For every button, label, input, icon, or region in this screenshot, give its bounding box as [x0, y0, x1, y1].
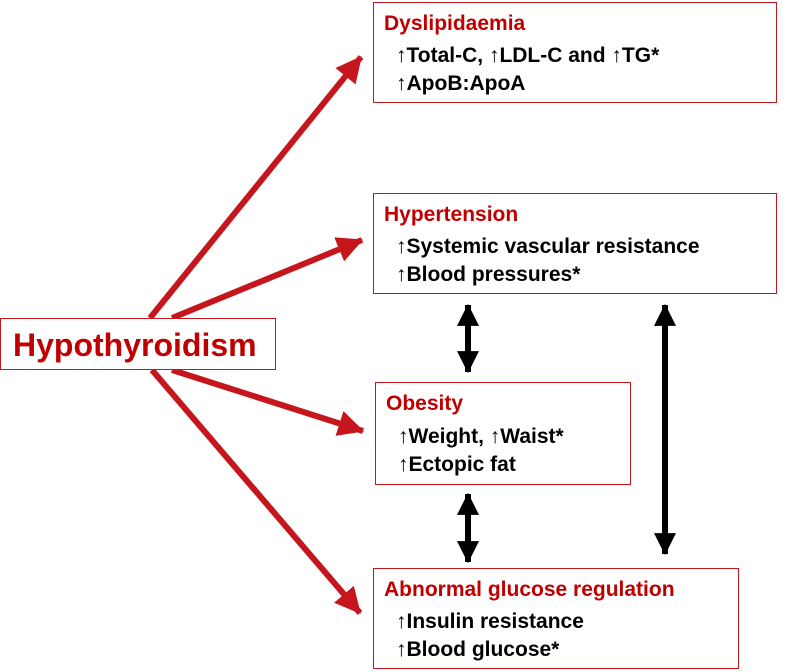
glucose-line-2: ↑Blood glucose*	[396, 637, 559, 663]
hypertension-line-2: ↑Blood pressures*	[396, 262, 580, 288]
hypertension-title: Hypertension	[384, 203, 519, 226]
up-arrow-icon: ↑	[611, 44, 622, 67]
up-arrow-icon: ↑	[396, 235, 407, 258]
obesity-box: Obesity ↑Weight, ↑Waist* ↑Ectopic fat	[375, 382, 631, 485]
hypertension-box: Hypertension ↑Systemic vascular resistan…	[373, 193, 777, 294]
effect-text: Ectopic fat	[408, 453, 516, 476]
glucose-title: Abnormal glucose regulation	[384, 578, 675, 601]
up-arrow-icon: ↑	[488, 44, 500, 67]
arrow-to-hypertension	[170, 237, 364, 321]
up-arrow-icon: ↑	[489, 425, 501, 448]
up-arrow-icon: ↑	[396, 610, 407, 633]
hypothyroidism-box: Hypothyroidism	[0, 318, 276, 370]
up-arrow-icon: ↑	[396, 72, 407, 95]
arrow-to-glucose	[149, 368, 363, 615]
arrow-to-obesity	[171, 367, 365, 436]
hypothyroidism-label: Hypothyroidism	[13, 327, 257, 363]
effect-text: Systemic vascular resistance	[406, 235, 700, 258]
up-arrow-icon: ↑	[396, 44, 407, 67]
up-arrow-icon: ↑	[398, 453, 409, 476]
obesity-line-2: ↑Ectopic fat	[398, 452, 516, 478]
effect-text: Blood pressures*	[406, 263, 581, 286]
obesity-line-1: ↑Weight, ↑Waist*	[398, 424, 564, 450]
effect-text: Total-C,	[406, 44, 489, 67]
effect-text: ApoB:ApoA	[406, 72, 526, 95]
up-arrow-icon: ↑	[396, 263, 407, 286]
effect-text: Waist*	[500, 425, 564, 448]
dyslipidaemia-title: Dyslipidaemia	[384, 12, 526, 35]
hypertension-line-1: ↑Systemic vascular resistance	[396, 234, 700, 260]
effect-text: Blood glucose*	[406, 638, 560, 661]
glucose-box: Abnormal glucose regulation ↑Insulin res…	[373, 568, 739, 669]
dyslipidaemia-line-2: ↑ApoB:ApoA	[396, 71, 525, 97]
dyslipidaemia-box: Dyslipidaemia ↑Total-C, ↑LDL-C and ↑TG* …	[373, 2, 777, 103]
effect-text: LDL-C and	[499, 44, 612, 67]
dyslipidaemia-line-1: ↑Total-C, ↑LDL-C and ↑TG*	[396, 43, 659, 69]
obesity-title: Obesity	[386, 392, 464, 415]
effect-text: Insulin resistance	[406, 610, 584, 633]
glucose-line-1: ↑Insulin resistance	[396, 609, 584, 635]
effect-text: Weight,	[408, 425, 490, 448]
up-arrow-icon: ↑	[396, 638, 407, 661]
up-arrow-icon: ↑	[398, 425, 409, 448]
effect-text: TG*	[621, 44, 660, 67]
arrow-to-dyslipidaemia	[147, 55, 364, 320]
